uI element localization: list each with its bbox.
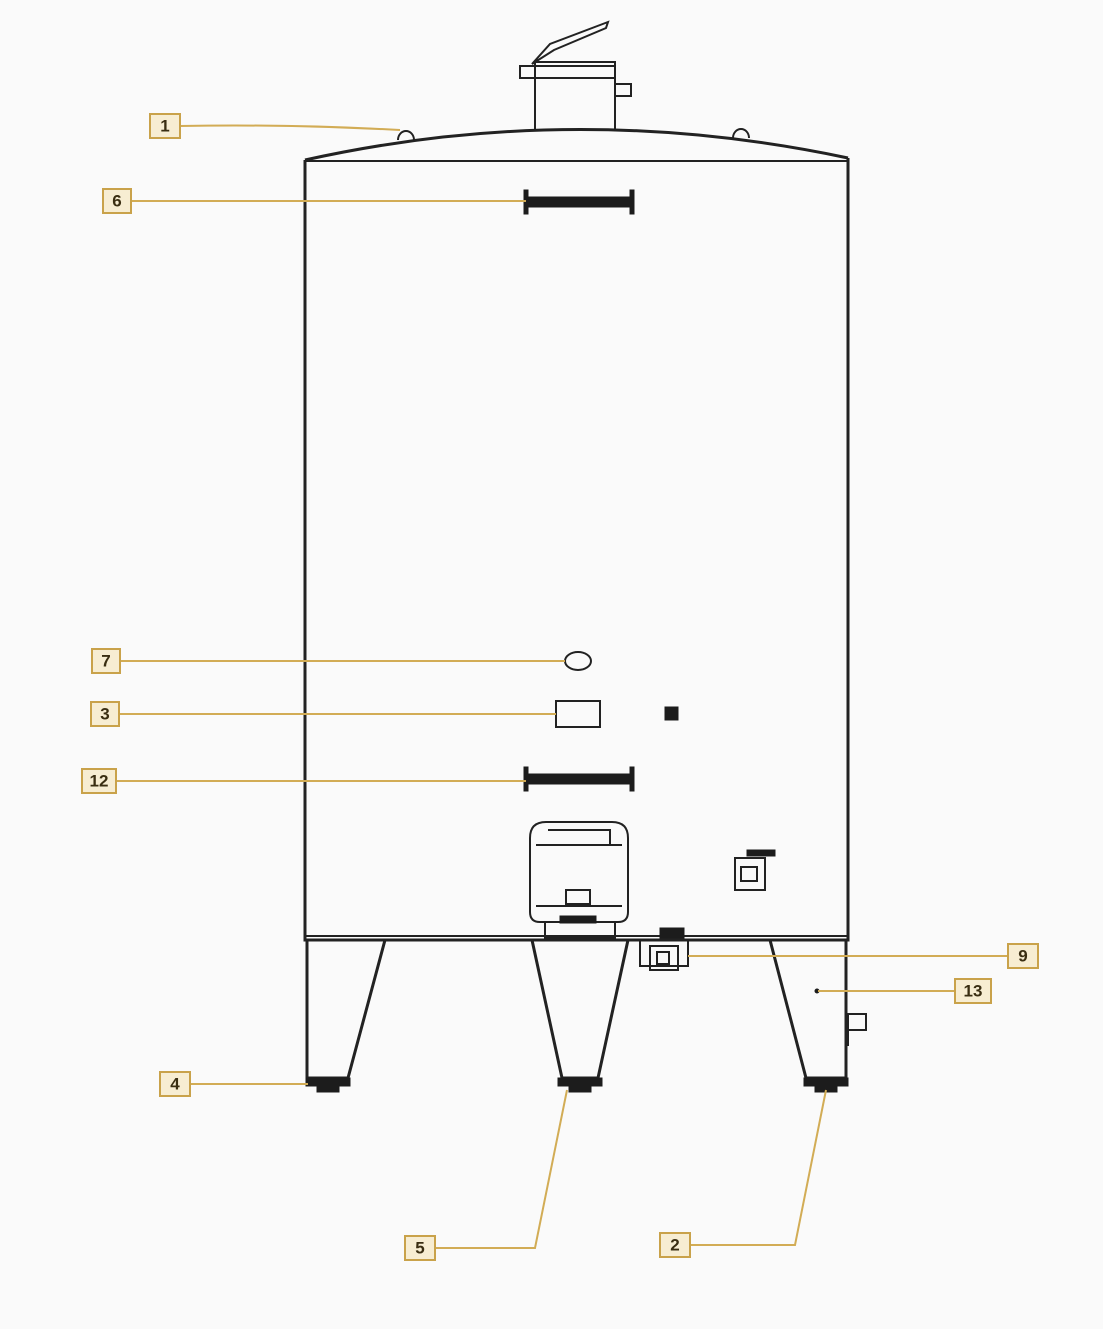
leader-5 [435,1089,568,1249]
lifting-lug-right [732,128,750,139]
leader-lines [114,124,1010,1249]
callout-12-text: 12 [90,772,109,791]
callout-7: 7 [91,648,121,674]
tank [303,20,867,1093]
callout-6-text: 6 [112,192,121,211]
drain-valve [639,927,689,971]
callout-3-text: 3 [100,705,109,724]
callout-2: 2 [659,1232,691,1258]
tank-shell [303,158,850,942]
side-fitting [734,849,776,891]
callout-6: 6 [102,188,132,214]
callout-13: 13 [954,978,992,1004]
cooling-band-top [523,189,635,215]
callout-9: 9 [1007,943,1039,969]
callout-9-text: 9 [1018,947,1027,966]
tank-roof [304,128,849,162]
lifting-lug-left [397,130,415,141]
callout-1: 1 [149,113,181,139]
leader-1 [179,124,401,131]
leader-2 [690,1089,827,1246]
callout-7-text: 7 [101,652,110,671]
callout-3: 3 [90,701,120,727]
small-fitting [664,706,679,721]
callout-1-text: 1 [160,117,169,136]
leg-fitting [847,1013,867,1031]
sample-valve [564,651,592,671]
callout-2-text: 2 [670,1236,679,1255]
callout-5: 5 [404,1235,436,1261]
level-gauge [555,700,601,728]
callout-4-text: 4 [170,1075,180,1094]
leg-left [305,939,387,1093]
callout-12: 12 [81,768,117,794]
callout-5-text: 5 [415,1239,424,1258]
manhole-door [529,821,629,939]
leg-right [768,939,849,1093]
callout-13-text: 13 [964,982,983,1001]
cooling-band-bottom [523,766,635,792]
leg-center [530,939,630,1093]
callout-4: 4 [159,1071,191,1097]
top-hatch [519,20,632,131]
